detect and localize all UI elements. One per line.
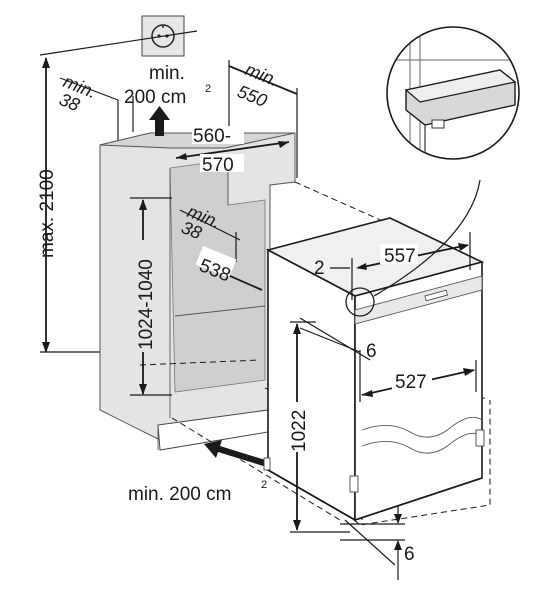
max-height-dimension: max. 2100 bbox=[37, 30, 198, 353]
svg-text:6: 6 bbox=[366, 341, 377, 362]
svg-text:2: 2 bbox=[205, 83, 211, 95]
top-vent: min. 200 cm 2 bbox=[124, 63, 211, 136]
svg-text:min. 200 cm: min. 200 cm bbox=[128, 484, 231, 505]
appliance-height-dimension: 1022 bbox=[288, 321, 350, 533]
appliance-width-dimension: 527 bbox=[359, 350, 477, 402]
airflow-in-arrow-icon bbox=[204, 440, 275, 469]
rear-gap-dimension: min. 38 bbox=[57, 71, 134, 140]
svg-text:6: 6 bbox=[404, 544, 415, 565]
cabinet-niche bbox=[99, 132, 296, 451]
svg-text:1022: 1022 bbox=[289, 410, 310, 452]
wall-socket-icon bbox=[141, 15, 185, 57]
svg-text:527: 527 bbox=[395, 372, 427, 393]
svg-text:2: 2 bbox=[314, 258, 325, 279]
svg-text:min.: min. bbox=[149, 63, 185, 84]
svg-text:1024-1040: 1024-1040 bbox=[136, 259, 157, 350]
bottom-6-dimension: 6 bbox=[340, 505, 415, 580]
airflow-up-arrow-icon bbox=[155, 118, 164, 136]
depth-dimension: min. 550 bbox=[228, 59, 298, 178]
max-height-label: max. 2100 bbox=[37, 169, 58, 258]
offset-6-dimension: 6 bbox=[299, 317, 377, 362]
svg-text:557: 557 bbox=[384, 246, 416, 267]
niche-height-dimension: 1024-1040 bbox=[130, 197, 172, 396]
svg-text:560-: 560- bbox=[193, 126, 231, 147]
bottom-vent: min. 200 cm 2 bbox=[128, 440, 275, 505]
detail-magnifier-icon bbox=[345, 26, 520, 317]
svg-text:2: 2 bbox=[261, 479, 267, 491]
width-dimension: 560- 570 bbox=[175, 126, 290, 176]
appliance-depth-dimension: 557 2 bbox=[314, 232, 471, 300]
appliance bbox=[263, 217, 485, 522]
svg-text:570: 570 bbox=[202, 155, 234, 176]
svg-text:200 cm: 200 cm bbox=[124, 87, 186, 108]
